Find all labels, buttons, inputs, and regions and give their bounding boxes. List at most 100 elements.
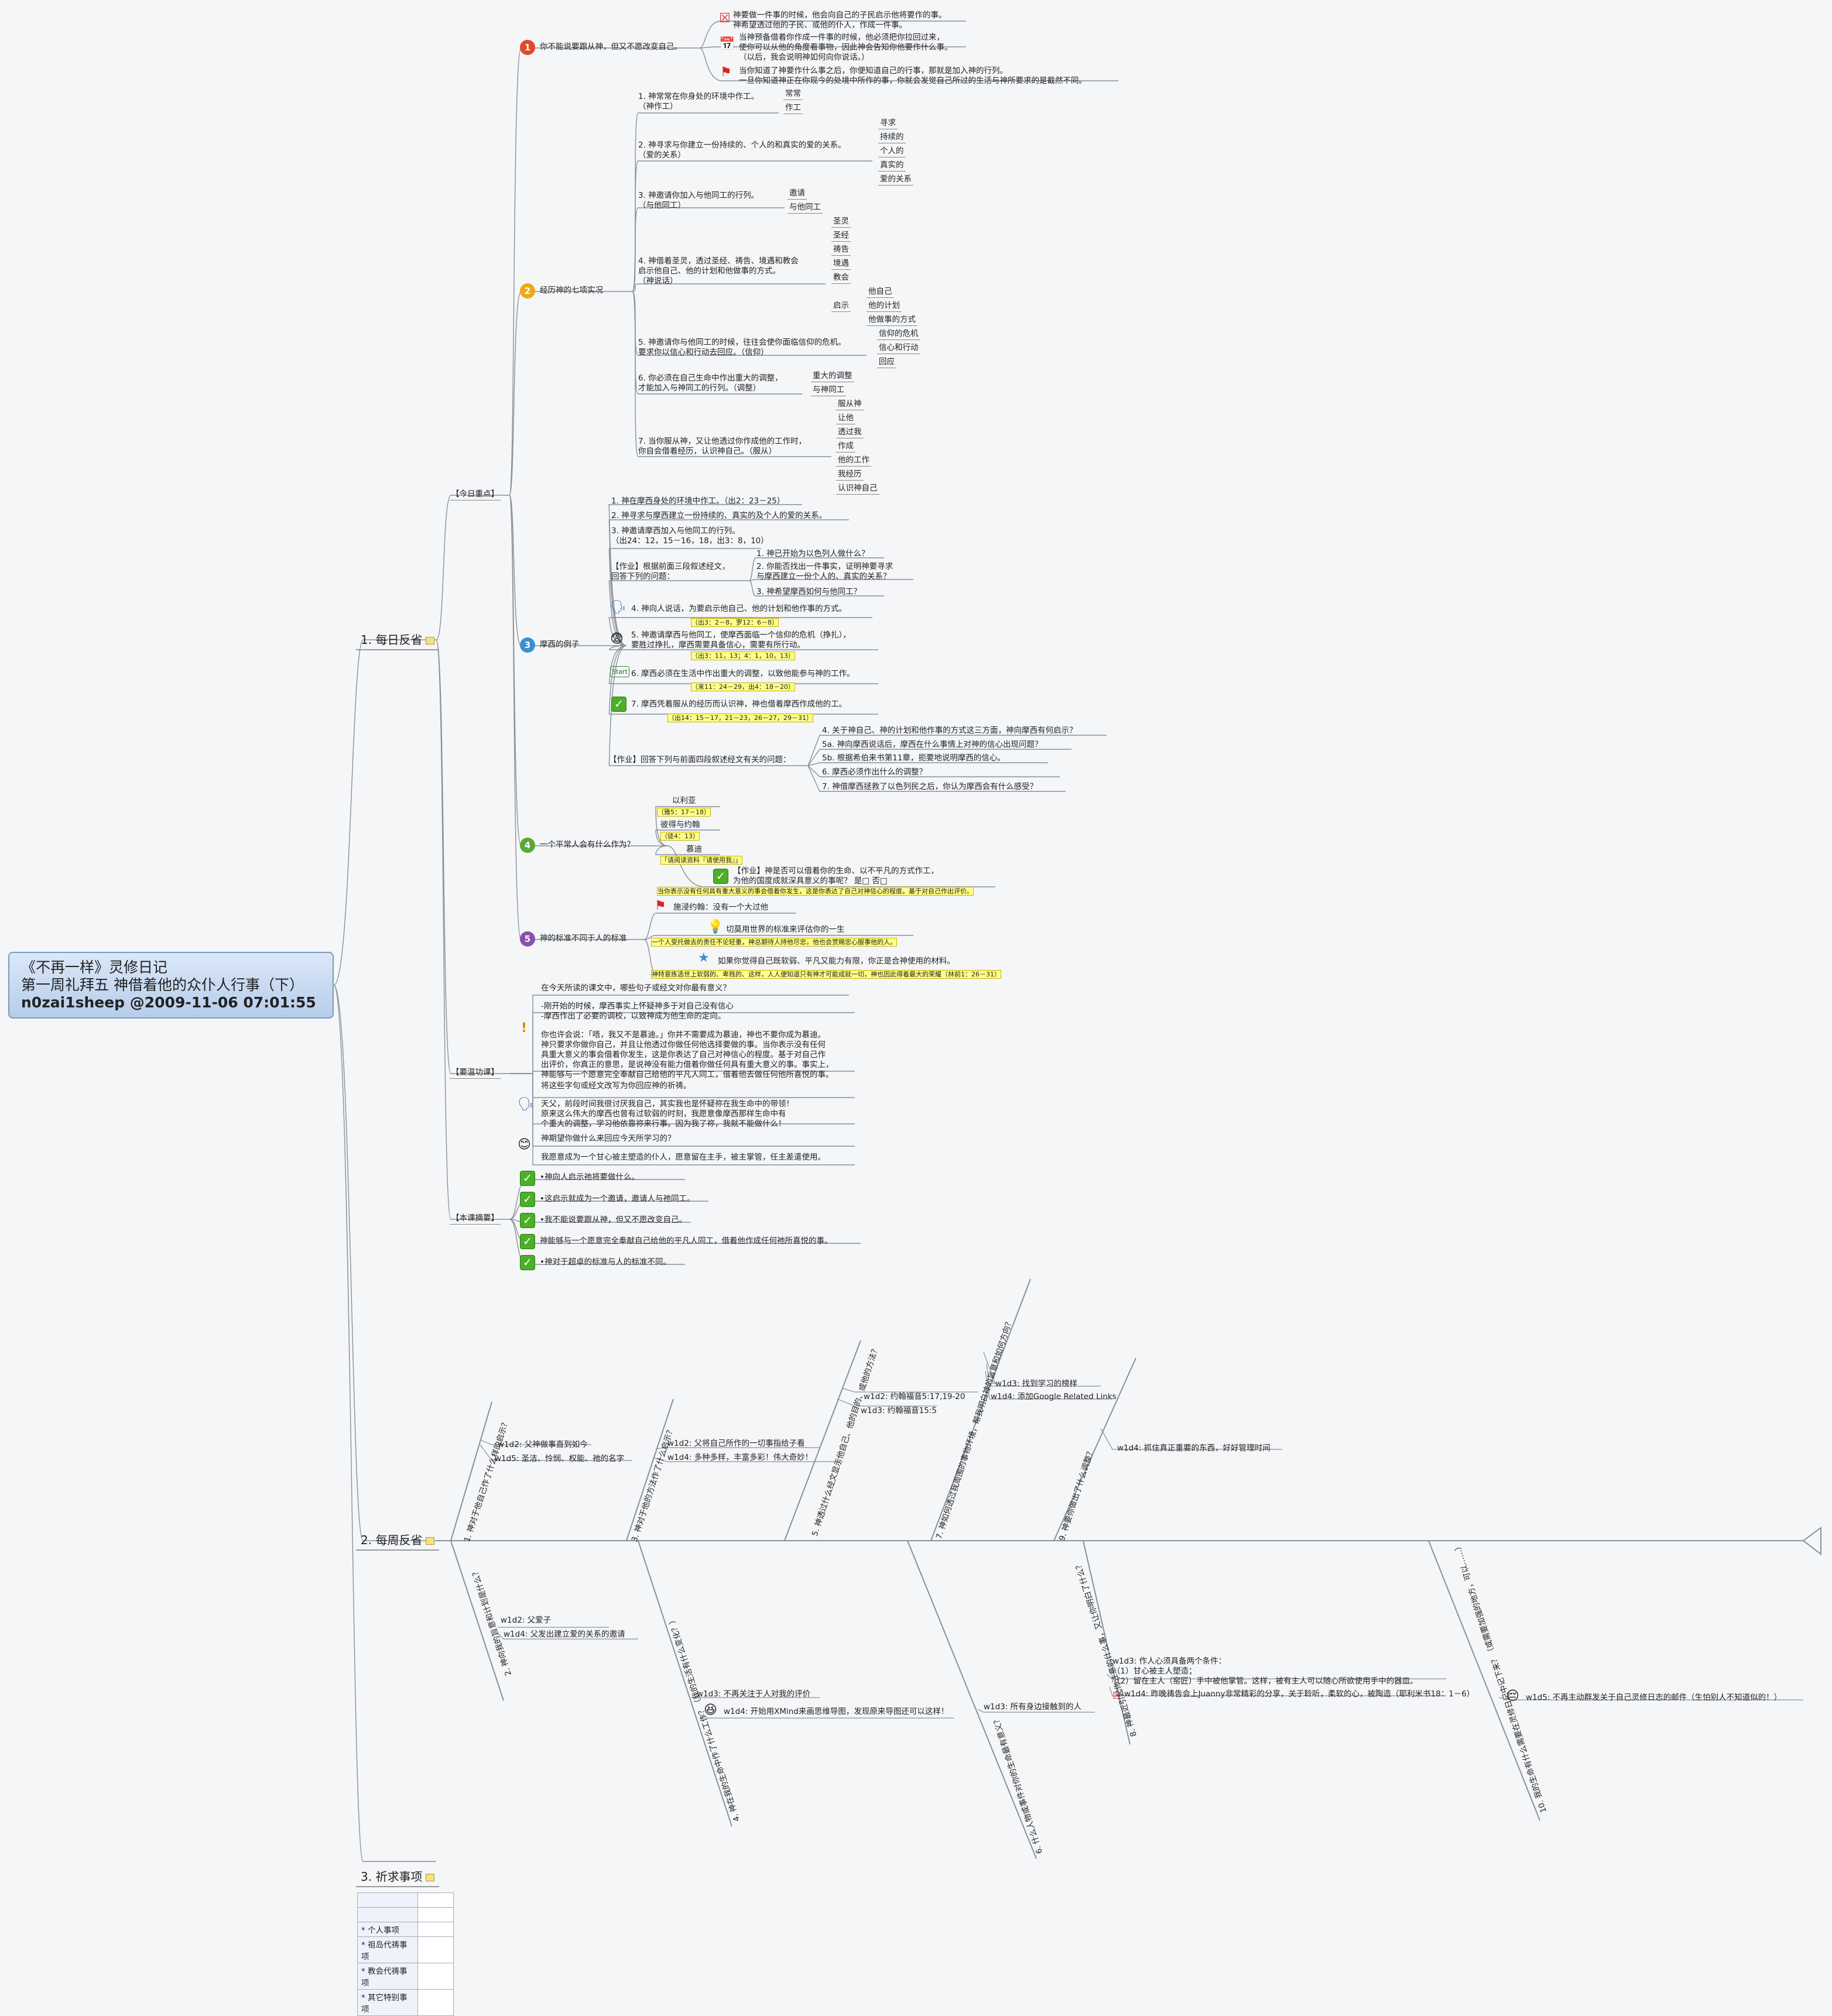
focus3-title[interactable]: 摩西的例子 (540, 640, 580, 649)
focus5-note2[interactable]: 切莫用世界的标准来评估你的一生 (726, 925, 845, 934)
keyword[interactable]: 祷告 (831, 245, 851, 256)
moses-homework-1[interactable]: 【作业】根据前面三段叙述经文， 回答下列的问题： (611, 562, 730, 581)
keyword[interactable]: 境遇 (831, 259, 851, 270)
keyword[interactable]: 与他同工 (787, 203, 823, 214)
focus1-note3[interactable]: 当你知道了神要作什么事之后，你便知道自己的行事，那就是加入神的行列。 一旦你知道… (739, 66, 1087, 85)
moses-7[interactable]: 7. 摩西凭着服从的经历而认识神，神也借着摩西作成他的工。 (631, 700, 847, 709)
keyword[interactable]: 服从神 (836, 399, 864, 410)
focus1-note1[interactable]: 神要做一件事的时候，他会向自己的子民启示他将要作的事。 神希望透过他的子民、或他… (733, 11, 947, 30)
root-topic[interactable]: 《不再一样》灵修日记 第一周礼拜五 神借着他的众仆人行事（下） n0zai1sh… (8, 952, 334, 1019)
example-person[interactable]: 慕迪 (686, 845, 702, 854)
branch-weekly[interactable]: 2. 每周反省 (356, 1531, 440, 1551)
homework-question[interactable]: 7. 神借摩西拯救了以色列民之后，你认为摩西会有什么感受？ (822, 782, 1038, 791)
keyword[interactable]: 他的工作 (836, 455, 871, 467)
summary-item[interactable]: •神向人启示祂将要做什么。 (540, 1172, 639, 1182)
keyword[interactable]: 透过我 (836, 427, 864, 438)
homework-question[interactable]: 5a. 神向摩西说话后，摩西在什么事情上对神的信心出现问题？ (822, 740, 1043, 749)
weekly-answer[interactable]: w1d5: 不再主动群发关于自己灵修日志的邮件（生怕别人不知道似的！） (1526, 1693, 1782, 1702)
weekly-answer[interactable]: w1d4: 添加Google Related Links (991, 1392, 1117, 1401)
keyword[interactable]: 作工 (783, 103, 803, 114)
weekly-answer[interactable]: w1d2: 父神做事直到如今 (498, 1440, 588, 1449)
section-focus[interactable]: 【今日重点】 (450, 489, 501, 500)
apply-answer-2[interactable]: 你也许会说：「唔，我又不是慕迪。」你并不需要成为慕迪，神也不要你成为慕迪。 神只… (541, 1030, 834, 1079)
keyword[interactable]: 信心和行动 (877, 343, 920, 354)
branch-daily[interactable]: 1. 每日反省 (356, 630, 440, 650)
moses-2[interactable]: 2. 神寻求与摩西建立一份持续的、真实的及个人的爱的关系。 (611, 511, 827, 520)
keyword[interactable]: 认识神自己 (836, 484, 879, 495)
weekly-answer[interactable]: w1d5: 圣洁、怜悯、权能、祂的名字 (495, 1454, 625, 1463)
keyword[interactable]: 持续的 (878, 132, 906, 143)
weekly-answer[interactable]: w1d3: 不再关注于人对我的评价 (697, 1689, 811, 1699)
focus2-title[interactable]: 经历神的七项实况 (540, 286, 603, 295)
keyword[interactable]: 他做事的方式 (867, 315, 917, 326)
homework-question[interactable]: 1. 神已开始为以色列人做什么？ (756, 549, 869, 558)
keyword[interactable]: 真实的 (878, 160, 906, 172)
moses-5[interactable]: 5. 神邀请摩西与他同工，使摩西面临一个信仰的危机（挣扎）， 要胜过挣扎，摩西需… (631, 630, 851, 650)
reality-7[interactable]: 7. 当你服从神，又让他透过你作成他的工作时， 你自会借着经历，认识神自己。（服… (638, 437, 807, 456)
apply-question-2[interactable]: 将这些字句或经文改写为你回应神的祈祷。 (541, 1081, 691, 1091)
weekly-answer[interactable]: w1d4: 父发出建立爱的关系的邀请 (504, 1630, 625, 1639)
example-person[interactable]: 以利亚 (672, 796, 696, 805)
homework-question[interactable]: 3. 神希望摩西如何与他同工？ (756, 587, 862, 596)
prayer-item[interactable]: * 其它特别事项 (357, 1989, 418, 2016)
weekly-answer[interactable]: w1d2: 父爱子 (501, 1616, 552, 1625)
apply-question-1[interactable]: 在今天所读的课文中，哪些句子或经文对你最有意义？ (541, 983, 731, 993)
reality-2[interactable]: 2. 神寻求与你建立一份持续的、个人的和真实的爱的关系。 （爱的关系） (638, 140, 846, 160)
prayer-item[interactable]: * 个人事项 (357, 1922, 418, 1937)
reality-6[interactable]: 6. 你必须在自己生命中作出重大的调整， 才能加入与神同工的行列。（调整） (638, 373, 783, 393)
homework-question[interactable]: 6. 摩西必须作出什么的调整？ (822, 767, 927, 777)
homework-question[interactable]: 5b. 根据希伯来书第11章，扼要地说明摩西的信心。 (822, 753, 1005, 763)
prayer-value-cell[interactable] (417, 1936, 454, 1963)
weekly-answer[interactable]: w1d4: 多种多样，丰富多彩！伟大奇妙！ (667, 1453, 813, 1462)
homework-question[interactable]: 4. 关于神自己、神的计划和他作事的方式这三方面，神向摩西有何启示？ (822, 726, 1077, 735)
keyword[interactable]: 爱的关系 (878, 174, 913, 186)
prayer-value-cell[interactable] (417, 1963, 454, 1990)
keyword[interactable]: 寻求 (878, 118, 898, 129)
keyword[interactable]: 他自己 (867, 287, 894, 298)
moses-homework-2[interactable]: 【作业】回答下列与前面四段叙述经文有关的问题： (609, 755, 791, 764)
weekly-answer[interactable]: w1d4: 昨晚祷告会上Juanny非常精彩的分享，关于聆听，柔软的心，被陶造（… (1124, 1689, 1475, 1699)
moses-3[interactable]: 3. 神邀请摩西加入与他同工的行列。 （出24：12，15－16，18，出3：8… (611, 526, 769, 546)
focus5-note3[interactable]: 如果你觉得自己既软弱、平凡又能力有限，你正是合神使用的材料。 (718, 956, 955, 966)
reality-1[interactable]: 1. 神常常在你身处的环境中作工。 （神作工） (638, 92, 759, 111)
weekly-answer[interactable]: w1d4: 抓住真正重要的东西，好好管理时间 (1117, 1444, 1271, 1453)
prayer-item[interactable]: * 教会代祷事项 (357, 1963, 418, 1990)
keyword[interactable]: 圣经 (831, 231, 851, 242)
weekly-answer[interactable]: w1d3: 约翰福音15:5 (861, 1406, 937, 1415)
apply-question-3[interactable]: 神期望你做什么来回应今天所学习的？ (541, 1134, 676, 1143)
summary-item[interactable]: •我不能说要跟从神，但又不愿改变自己。 (540, 1215, 687, 1225)
weekly-answer[interactable]: w1d3: 作人心须具备两个条件： （1）甘心被主人塑造； （2）留在主人（窑匠… (1112, 1657, 1418, 1686)
moses-6[interactable]: 6. 摩西必须在生活中作出重大的调整，以致他能参与神的工作。 (631, 669, 855, 678)
example-person[interactable]: 彼得与约翰 (660, 820, 700, 829)
section-apply[interactable]: 【要温功课】 (450, 1068, 501, 1079)
prayer-value-cell[interactable] (417, 1922, 454, 1937)
keyword[interactable]: 我经历 (836, 469, 864, 481)
keyword[interactable]: 圣灵 (831, 217, 851, 228)
keyword[interactable]: 常常 (783, 89, 803, 100)
keyword[interactable]: 教会 (831, 273, 851, 284)
keyword[interactable]: 启示 (831, 301, 851, 312)
summary-item[interactable]: •这启示就成为一个邀请，邀请人与祂同工。 (540, 1194, 695, 1204)
branch-prayer[interactable]: 3. 祈求事项 (356, 1867, 440, 1887)
reality-3[interactable]: 3. 神邀请你加入与他同工的行列。 （与他同工） (638, 191, 759, 210)
weekly-answer[interactable]: w1d3: 找到学习的榜样 (995, 1379, 1078, 1388)
keyword[interactable]: 重大的调整 (811, 371, 854, 382)
moses-4[interactable]: 4. 神向人说话，为要启示他自己、他的计划和他作事的方式。 (631, 604, 847, 613)
focus4-homework[interactable]: 【作业】神是否可以借着你的生命、以不平凡的方式作工， 为他的国度成就深具意义的事… (733, 866, 939, 886)
apply-answer-4[interactable]: 我愿意成为一个甘心被主塑造的仆人，愿意留在主手，被主掌管，任主差遣使用。 (541, 1153, 826, 1162)
section-summary[interactable]: 【本课摘要】 (450, 1213, 501, 1225)
prayer-value-cell[interactable] (417, 1989, 454, 2016)
moses-1[interactable]: 1. 神在摩西身处的环境中作工。（出2：23－25） (611, 496, 785, 506)
keyword[interactable]: 信仰的危机 (877, 329, 920, 340)
focus5-note1[interactable]: 施浸约翰：没有一个大过他 (673, 903, 768, 912)
apply-answer-1[interactable]: -刚开始的时候，摩西事实上怀疑神多于对自己没有信心 -摩西作出了必要的调校，以致… (541, 1002, 734, 1021)
weekly-answer[interactable]: w1d2: 父将自己所作的一切事指给子看 (667, 1439, 805, 1448)
prayer-item[interactable]: * 祖岛代祷事项 (357, 1936, 418, 1963)
weekly-answer[interactable]: w1d4: 开始用XMind来画思维导图，发现原来导图还可以这样！ (724, 1707, 949, 1716)
keyword[interactable]: 让他 (836, 413, 855, 424)
keyword[interactable]: 回应 (877, 357, 896, 368)
focus1-title[interactable]: 你不能说要跟从神，但又不愿改变自己。 (540, 42, 682, 52)
apply-answer-3[interactable]: 天父，前段时间我很讨厌我自己，其实我也是怀疑祢在我生命中的带领！ 原来这么伟大的… (541, 1099, 794, 1129)
keyword[interactable]: 个人的 (878, 146, 906, 157)
focus1-note2[interactable]: 当神预备借着你作成一件事的时候，他必须把你拉回过来， 使你可以从他的角度看事物，… (739, 33, 953, 62)
